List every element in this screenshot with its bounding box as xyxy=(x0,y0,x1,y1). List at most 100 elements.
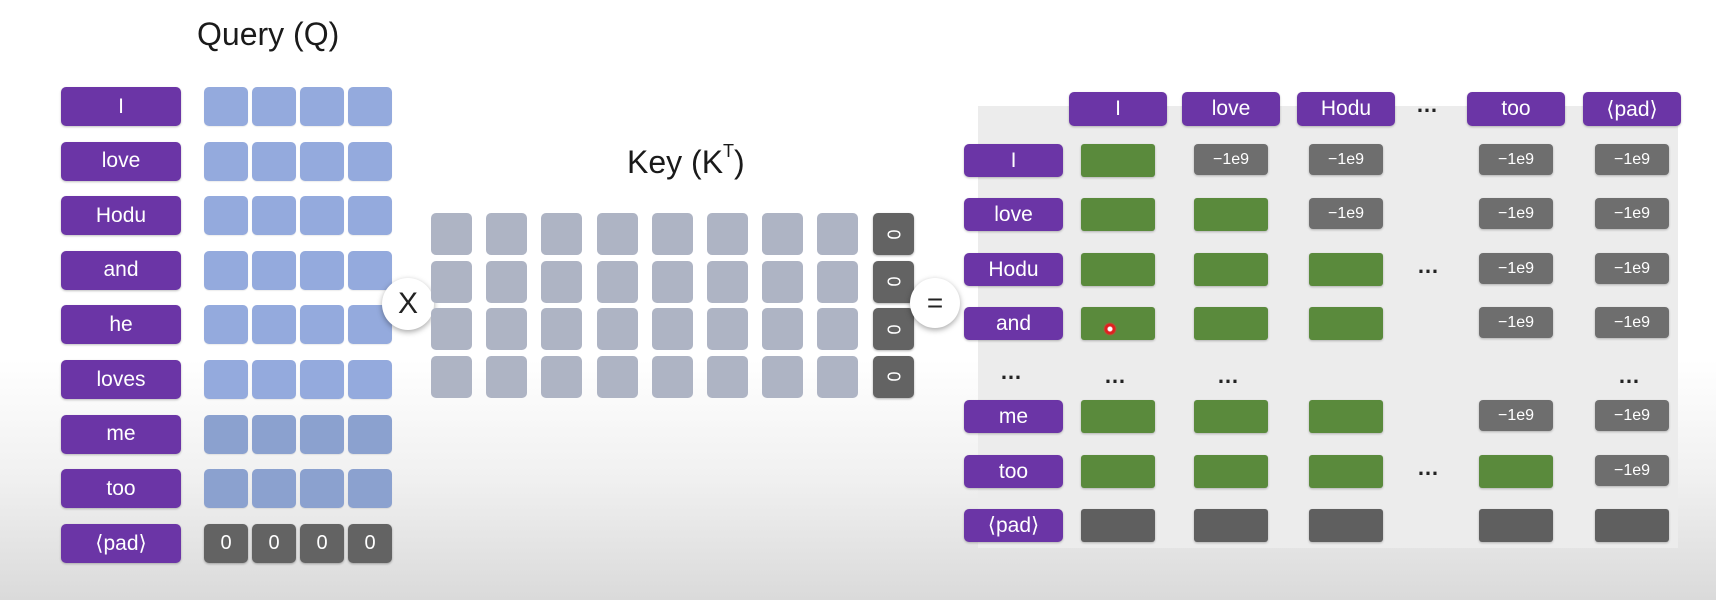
query-token-label: I xyxy=(61,87,181,126)
column-header: too xyxy=(1467,92,1565,126)
key-cell xyxy=(651,308,693,350)
row-header: Hodu xyxy=(964,253,1063,286)
query-cell xyxy=(348,250,392,290)
query-pad-cell: 0 xyxy=(348,523,392,563)
query-cell xyxy=(252,360,296,399)
pad-score-cell xyxy=(1309,509,1383,542)
masked-score-cell: −1e9 xyxy=(1479,198,1553,229)
unmasked-score-cell xyxy=(1194,400,1268,433)
query-cell xyxy=(204,141,248,181)
query-cell xyxy=(252,87,296,126)
key-cell xyxy=(762,260,804,303)
cursor-indicator xyxy=(1103,322,1117,336)
multiply-symbol: X xyxy=(397,287,418,320)
query-cell xyxy=(204,87,248,126)
query-cell xyxy=(300,305,344,345)
key-cell xyxy=(486,308,528,350)
key-cell xyxy=(651,355,693,398)
key-cell xyxy=(541,213,583,255)
masked-score-cell: −1e9 xyxy=(1479,400,1553,431)
masked-score-cell: −1e9 xyxy=(1595,400,1669,431)
query-cell xyxy=(252,250,296,290)
query-token-label: Hodu xyxy=(61,196,181,236)
query-cell xyxy=(204,414,248,454)
query-cell xyxy=(204,305,248,345)
column-header: I xyxy=(1069,92,1167,126)
masked-score-cell: −1e9 xyxy=(1309,198,1383,229)
ellipsis: … xyxy=(1217,363,1240,388)
unmasked-score-cell xyxy=(1194,307,1268,340)
pad-score-cell xyxy=(1479,509,1553,542)
column-header: ⟨pad⟩ xyxy=(1583,92,1681,126)
row-header-ellipsis: … xyxy=(1000,359,1023,384)
key-cell xyxy=(817,308,859,350)
query-cell xyxy=(252,414,296,454)
unmasked-score-cell xyxy=(1081,198,1155,231)
key-title-superscript: T xyxy=(723,141,735,162)
ellipsis: … xyxy=(1104,363,1127,388)
query-pad-cell: 0 xyxy=(204,523,248,563)
key-cell xyxy=(431,355,472,398)
key-cell xyxy=(817,260,859,303)
masked-score-cell: −1e9 xyxy=(1595,198,1669,229)
key-cell xyxy=(707,355,748,398)
query-cell xyxy=(204,196,248,236)
key-cell xyxy=(596,308,638,350)
query-cell xyxy=(300,196,344,236)
row-header: love xyxy=(964,198,1063,231)
unmasked-score-cell xyxy=(1309,307,1383,340)
query-cell xyxy=(252,196,296,236)
query-token-label: love xyxy=(61,141,181,181)
unmasked-score-cell xyxy=(1309,455,1383,488)
masked-score-cell: −1e9 xyxy=(1595,144,1669,175)
masked-score-cell: −1e9 xyxy=(1194,144,1268,175)
query-token-label: me xyxy=(61,414,181,454)
key-pad-cell: 0 xyxy=(872,308,914,350)
query-cell xyxy=(300,250,344,290)
query-token-label: too xyxy=(61,469,181,509)
query-pad-cell: 0 xyxy=(252,523,296,563)
query-cell xyxy=(300,414,344,454)
query-cell xyxy=(348,87,392,126)
key-title-close: ) xyxy=(734,144,745,180)
query-cell xyxy=(300,141,344,181)
masked-score-cell: −1e9 xyxy=(1479,307,1553,338)
query-token-label: and xyxy=(61,250,181,290)
key-cell xyxy=(707,260,748,303)
key-cell xyxy=(651,260,693,303)
query-cell xyxy=(252,469,296,509)
pad-score-cell xyxy=(1595,509,1669,542)
key-pad-cell: 0 xyxy=(872,213,914,255)
row-header: and xyxy=(964,307,1063,340)
query-cell xyxy=(204,360,248,399)
key-cell xyxy=(431,260,472,303)
unmasked-score-cell xyxy=(1194,253,1268,286)
key-cell xyxy=(486,260,528,303)
key-title: Key (KT) xyxy=(627,142,745,180)
key-cell xyxy=(541,308,583,350)
key-cell xyxy=(541,355,583,398)
row-header: ⟨pad⟩ xyxy=(964,509,1063,542)
query-token-label: ⟨pad⟩ xyxy=(61,523,181,563)
query-cell xyxy=(300,87,344,126)
masked-score-cell: −1e9 xyxy=(1595,455,1669,486)
query-cell xyxy=(252,141,296,181)
query-pad-cell: 0 xyxy=(300,523,344,563)
query-cell xyxy=(348,469,392,509)
key-cell xyxy=(431,213,472,255)
key-pad-cell: 0 xyxy=(872,355,914,398)
key-pad-value: 0 xyxy=(883,371,904,382)
query-cell xyxy=(204,250,248,290)
unmasked-score-cell xyxy=(1081,253,1155,286)
query-cell xyxy=(348,414,392,454)
key-cell xyxy=(431,308,472,350)
masked-score-cell: −1e9 xyxy=(1595,253,1669,284)
unmasked-score-cell xyxy=(1309,253,1383,286)
query-cell xyxy=(348,360,392,399)
row-header: me xyxy=(964,400,1063,433)
key-cell xyxy=(762,308,804,350)
query-cell xyxy=(300,360,344,399)
query-cell xyxy=(300,469,344,509)
key-cell xyxy=(541,260,583,303)
key-cell xyxy=(596,355,638,398)
